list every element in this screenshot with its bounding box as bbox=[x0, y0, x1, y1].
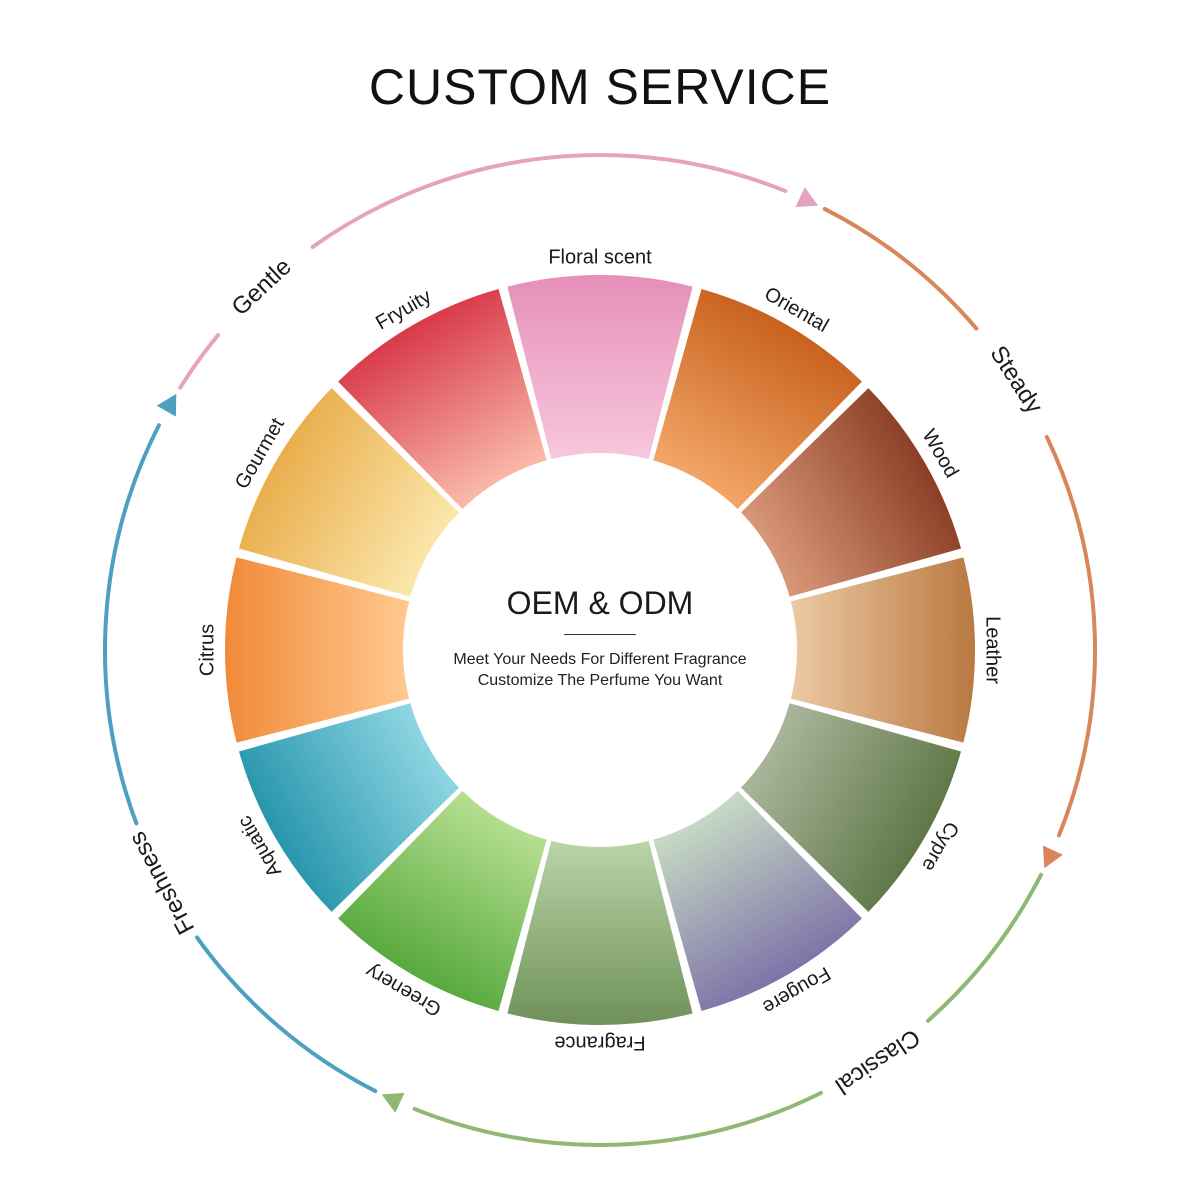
segment-wood bbox=[739, 388, 962, 598]
segment-cypre bbox=[739, 702, 962, 912]
segment-fryuity bbox=[338, 288, 548, 511]
segment-greenery bbox=[338, 789, 548, 1012]
segment-oriental bbox=[652, 288, 862, 511]
segment-fougere bbox=[652, 789, 862, 1012]
label-floral-scent: Floral scent bbox=[548, 246, 652, 268]
ring-arc-classical-1 bbox=[925, 872, 1044, 1023]
ring-label-gentle: Gentle bbox=[227, 253, 297, 321]
center-heading: OEM & ODM bbox=[506, 585, 694, 621]
ring-arc-gentle-2 bbox=[310, 153, 788, 250]
ring-label-classical: Classical bbox=[830, 1023, 925, 1099]
center-block: OEM & ODM Meet Your Needs For Different … bbox=[400, 585, 800, 691]
scent-segments bbox=[224, 275, 975, 1025]
label-fragrance: Fragrance bbox=[554, 1032, 645, 1054]
center-line-1: Meet Your Needs For Different Fragrance bbox=[453, 651, 747, 668]
label-citrus: Citrus bbox=[196, 624, 218, 676]
center-line-2: Customize The Perfume You Want bbox=[477, 672, 723, 689]
ring-arc-freshness-2 bbox=[103, 423, 161, 826]
ring-arc-steady-1 bbox=[822, 206, 979, 331]
segment-fragrance bbox=[507, 838, 693, 1025]
center-circle bbox=[403, 453, 797, 847]
ring-arrow-freshness bbox=[156, 393, 177, 417]
ring-arc-freshness-1 bbox=[195, 935, 378, 1094]
ring-arc-gentle-1 bbox=[178, 333, 221, 390]
ring-arc-classical-2 bbox=[412, 1090, 823, 1147]
segment-aquatic bbox=[238, 702, 461, 912]
ring-label-freshness: Freshness bbox=[124, 827, 200, 939]
ring-arrow-gentle bbox=[795, 187, 819, 208]
ring-arrow-classical bbox=[381, 1092, 405, 1113]
center-divider bbox=[564, 634, 636, 635]
ring-arrow-steady bbox=[1042, 845, 1063, 869]
segment-leather bbox=[788, 557, 975, 743]
segment-floral-scent bbox=[507, 275, 693, 462]
segment-gourmet bbox=[238, 388, 461, 598]
ring-label-steady: Steady bbox=[984, 341, 1047, 418]
segment-citrus bbox=[224, 557, 412, 743]
label-leather: Leather bbox=[982, 616, 1004, 684]
page-title: CUSTOM SERVICE bbox=[368, 59, 832, 115]
ring-arc-steady-2 bbox=[1044, 434, 1097, 838]
